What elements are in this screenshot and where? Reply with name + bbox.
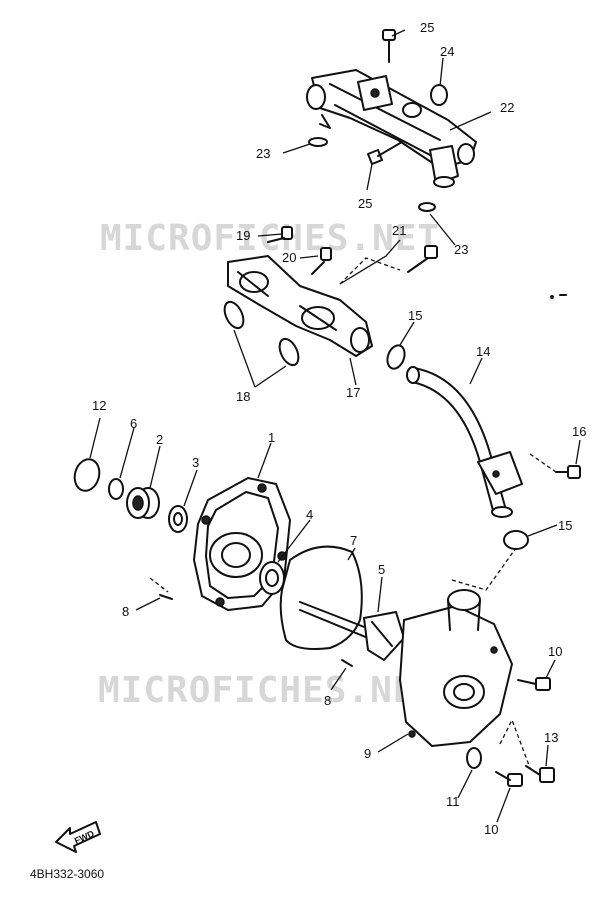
callout-9: 9 <box>364 746 371 761</box>
bolt-10-upper <box>517 677 551 691</box>
callout-20: 20 <box>282 250 296 265</box>
callout-1: 1 <box>268 430 275 445</box>
callout-10-lower: 10 <box>484 822 498 837</box>
bearing-2 <box>126 487 160 519</box>
callout-25-lower: 25 <box>358 196 372 211</box>
callout-10-upper: 10 <box>548 644 562 659</box>
o-ring-23-right <box>418 202 436 212</box>
watermark-top: MICROFICHES.NET <box>100 218 440 259</box>
diagram-code: 4BH332-3060 <box>30 867 104 881</box>
stray-marks <box>550 294 567 299</box>
callout-labels: 25 24 22 23 25 23 19 21 20 15 18 17 14 1… <box>92 20 586 837</box>
bolt-13 <box>525 765 555 783</box>
water-pipe-22 <box>306 69 477 188</box>
washer-11 <box>466 747 482 769</box>
callout-11: 11 <box>446 794 460 809</box>
o-ring-18-left <box>223 300 245 330</box>
callout-23-right: 23 <box>454 242 468 257</box>
bolt-16 <box>555 465 581 479</box>
hose-14 <box>406 366 523 518</box>
bolt-19 <box>267 226 293 243</box>
callout-25-top: 25 <box>420 20 434 35</box>
o-ring-24 <box>430 84 448 106</box>
leader-lines <box>89 29 581 823</box>
callout-7: 7 <box>350 533 357 548</box>
callout-13: 13 <box>544 730 558 745</box>
o-ring-15-lower <box>503 530 529 550</box>
callout-8-left: 8 <box>122 604 129 619</box>
gasket-7 <box>279 545 363 650</box>
bolt-21 <box>407 245 438 273</box>
o-ring-18-right <box>278 337 300 367</box>
callout-16: 16 <box>572 424 586 439</box>
seal-3 <box>168 505 188 533</box>
callout-5: 5 <box>378 562 385 577</box>
manifold-17 <box>227 255 373 357</box>
callout-8-right: 8 <box>324 693 331 708</box>
forward-arrow-icon: FWD <box>55 821 101 853</box>
dowel-8-left <box>159 594 173 600</box>
seal-4 <box>259 561 285 595</box>
callout-23-left: 23 <box>256 146 270 161</box>
callout-21: 21 <box>392 223 406 238</box>
callout-2: 2 <box>156 432 163 447</box>
bolt-10-lower <box>495 771 523 787</box>
callout-15-lower: 15 <box>558 518 572 533</box>
impeller-shaft-5 <box>299 601 405 661</box>
callout-19: 19 <box>236 228 250 243</box>
assembly-lines <box>149 257 557 769</box>
bolt-20 <box>311 247 332 275</box>
callout-4: 4 <box>306 507 313 522</box>
callout-22: 22 <box>500 100 514 115</box>
dowel-8-right <box>341 659 353 667</box>
watermark-bottom: MICROFICHES.NET <box>98 670 438 711</box>
callout-14: 14 <box>476 344 490 359</box>
pump-cover-9 <box>399 589 513 747</box>
callout-17: 17 <box>346 385 360 400</box>
callout-24: 24 <box>440 44 454 59</box>
callout-12: 12 <box>92 398 106 413</box>
o-ring-23-left <box>308 137 328 147</box>
callout-6: 6 <box>130 416 137 431</box>
washer-6 <box>108 478 124 500</box>
bolt-25-lower <box>367 141 403 165</box>
callout-18: 18 <box>236 389 250 404</box>
callout-15-upper: 15 <box>408 308 422 323</box>
callout-3: 3 <box>192 455 199 470</box>
o-ring-12 <box>73 458 101 492</box>
o-ring-15-upper <box>386 344 406 370</box>
